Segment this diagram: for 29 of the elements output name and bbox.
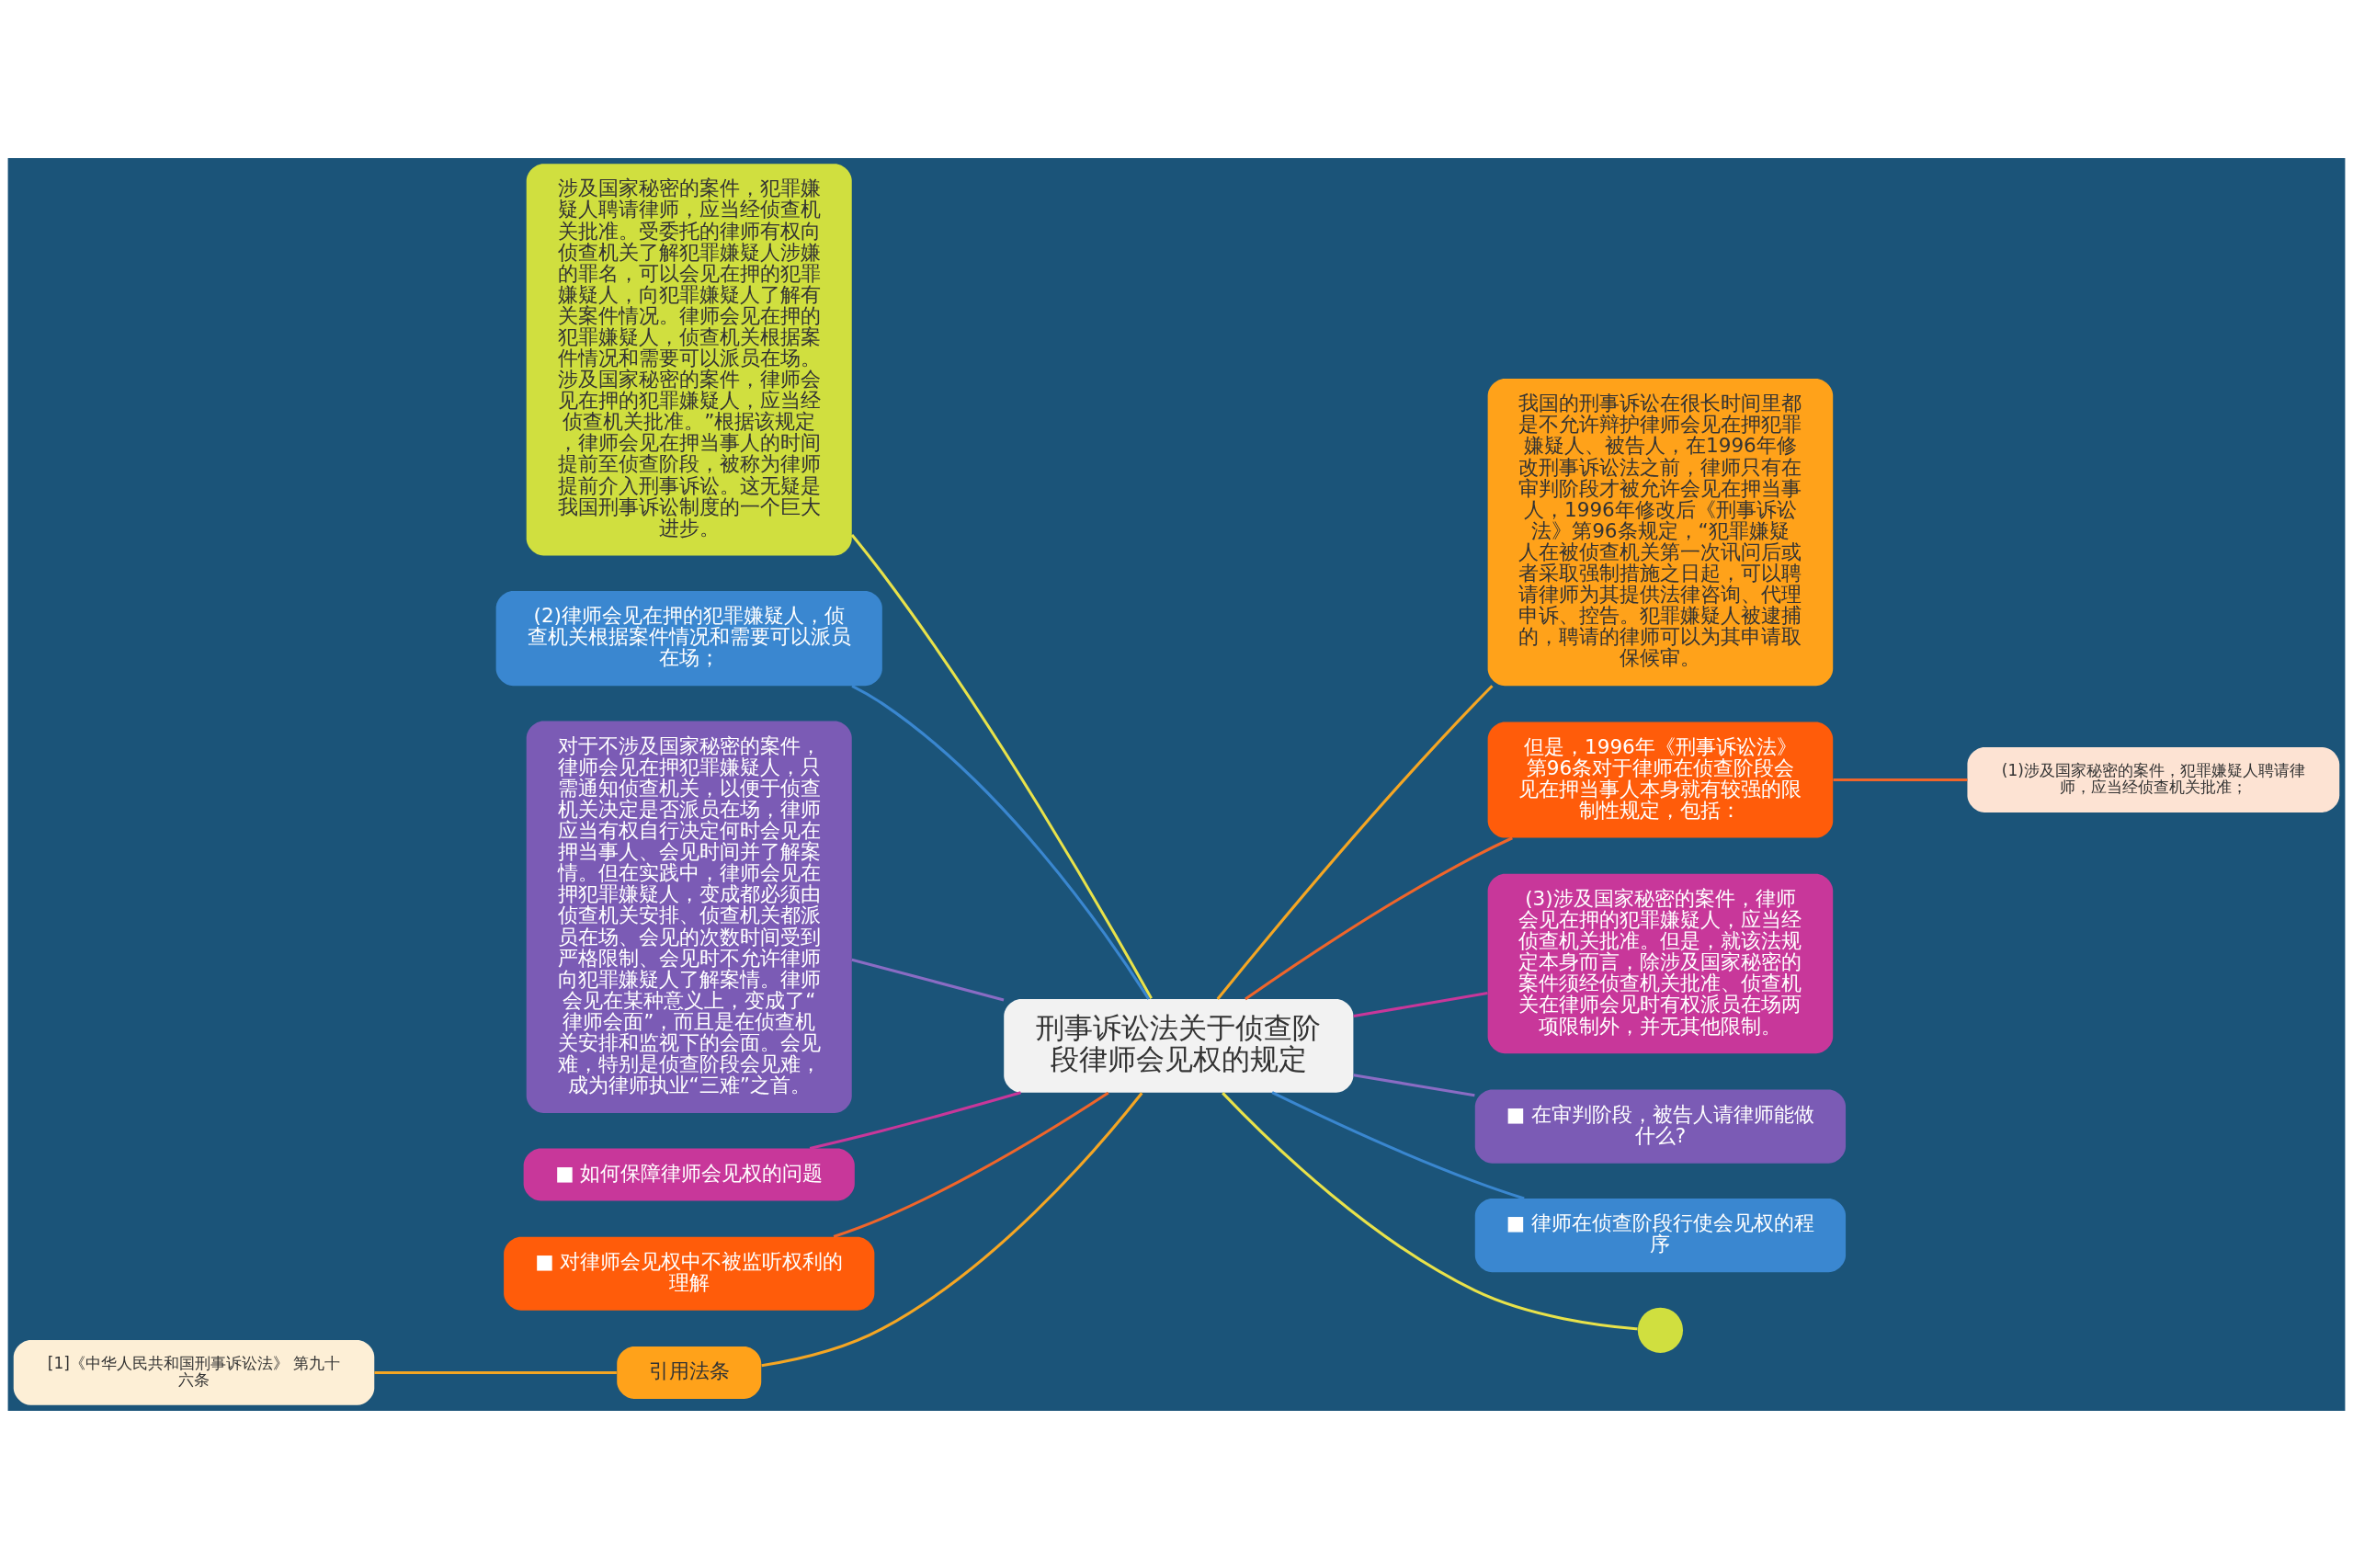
node-box: (1)涉及国家秘密的案件，犯罪嫌疑人聘请律师，应当经侦查机关批准；	[1967, 746, 2340, 812]
connector	[1216, 684, 1494, 1000]
node-box: 我国的刑事诉讼在很长时间里都是不允许辩护律师会见在押犯罪嫌疑人、被告人，在1996年修改刑事诉讼法之前，律师只有在审判阶段才被允许会见在押当事人，1996年修改后《刑事诉讼法》第96条规定，“犯罪嫌疑人在被侦查机关第一次讯问后或者采取强制措施之日起，可以聘请律师为其提供法律咨询、代理申诉、控告。犯罪嫌疑人被逮捕的，聘请的律师可以为其申请取保候审。	[1487, 378, 1834, 686]
node-box: 对于不涉及国家秘密的案件，律师会见在押犯罪嫌疑人，只需通知侦查机关，以便于侦查机关决定是否派员在场，律师应当有权自行决定何时会见在押当事人、会见时间并了解案情。但在实践中，律师会见在押犯罪嫌疑人，变成都必须由侦查机关安排、侦查机关都派员在场、会见的次数时间受到严格限制、会见时不允许律师向犯罪嫌疑人了解案情。律师会见在某种意义上，变成了“律师会面”，而且是在侦查机关安排和监视下的会面。会见难，特别是侦查阶段会见难，成为律师执业“三难”之首。	[526, 721, 852, 1113]
node-box: (2)律师会见在押的犯罪嫌疑人，侦查机关根据案件情况和需要可以派员在场；	[495, 590, 882, 686]
connector	[851, 684, 1151, 1000]
connector	[1353, 1073, 1475, 1096]
connector	[1833, 778, 1968, 781]
connector	[851, 958, 1005, 1001]
node-box: ■ 如何保障律师会见权的问题	[523, 1147, 855, 1200]
node-box: ■ 律师在侦查阶段行使会见权的程序	[1474, 1198, 1847, 1272]
connector	[850, 533, 1153, 999]
connector	[1245, 835, 1513, 1000]
node-box: 刑事诉讼法关于侦查阶段律师会见权的规定	[1004, 998, 1354, 1093]
node-box: 涉及国家秘密的案件，犯罪嫌疑人聘请律师，应当经侦查机关批准。受委托的律师有权向侦查机关了解犯罪嫌疑人涉嫌的罪名，可以会见在押的犯罪嫌疑人，向犯罪嫌疑人了解有关案件情况。律师会见在押的犯罪嫌疑人，侦查机关根据案件情况和需要可以派员在场。涉及国家秘密的案件，律师会见在押的犯罪嫌疑人，应当经侦查机关批准。”根据该规定，律师会见在押当事人的时间提前至侦查阶段，被称为律师提前介入刑事诉讼。这无疑是我国刑事诉讼制度的一个巨大进步。	[526, 163, 852, 556]
connector	[761, 1091, 1143, 1367]
node-box: [1]《中华人民共和国刑事诉讼法》 第九十六条	[13, 1339, 375, 1405]
connector	[833, 1091, 1109, 1238]
connector	[1222, 1091, 1638, 1330]
connector	[1271, 1090, 1525, 1199]
connector	[1353, 991, 1488, 1017]
connector	[809, 1090, 1021, 1150]
connector	[374, 1370, 617, 1374]
node-box: 但是，1996年《刑事诉讼法》第96条对于律师在侦查阶段会见在押当事人本身就有较强的限制性规定，包括：	[1487, 721, 1834, 838]
node-box: ■ 对律师会见权中不被监听权利的理解	[504, 1236, 875, 1311]
node-box: (3)涉及国家秘密的案件，律师会见在押的犯罪嫌疑人，应当经侦查机关批准。但是，就该法规定本身而言，除涉及国家秘密的案件须经侦查机关批准、侦查机关在律师会见时有权派员在场两项限制外，并无其他限制。	[1487, 873, 1834, 1053]
node-box: 引用法条	[617, 1346, 762, 1399]
node-circle	[1637, 1307, 1684, 1353]
node-box: ■ 在审判阶段，被告人请律师能做什么?	[1474, 1089, 1847, 1164]
